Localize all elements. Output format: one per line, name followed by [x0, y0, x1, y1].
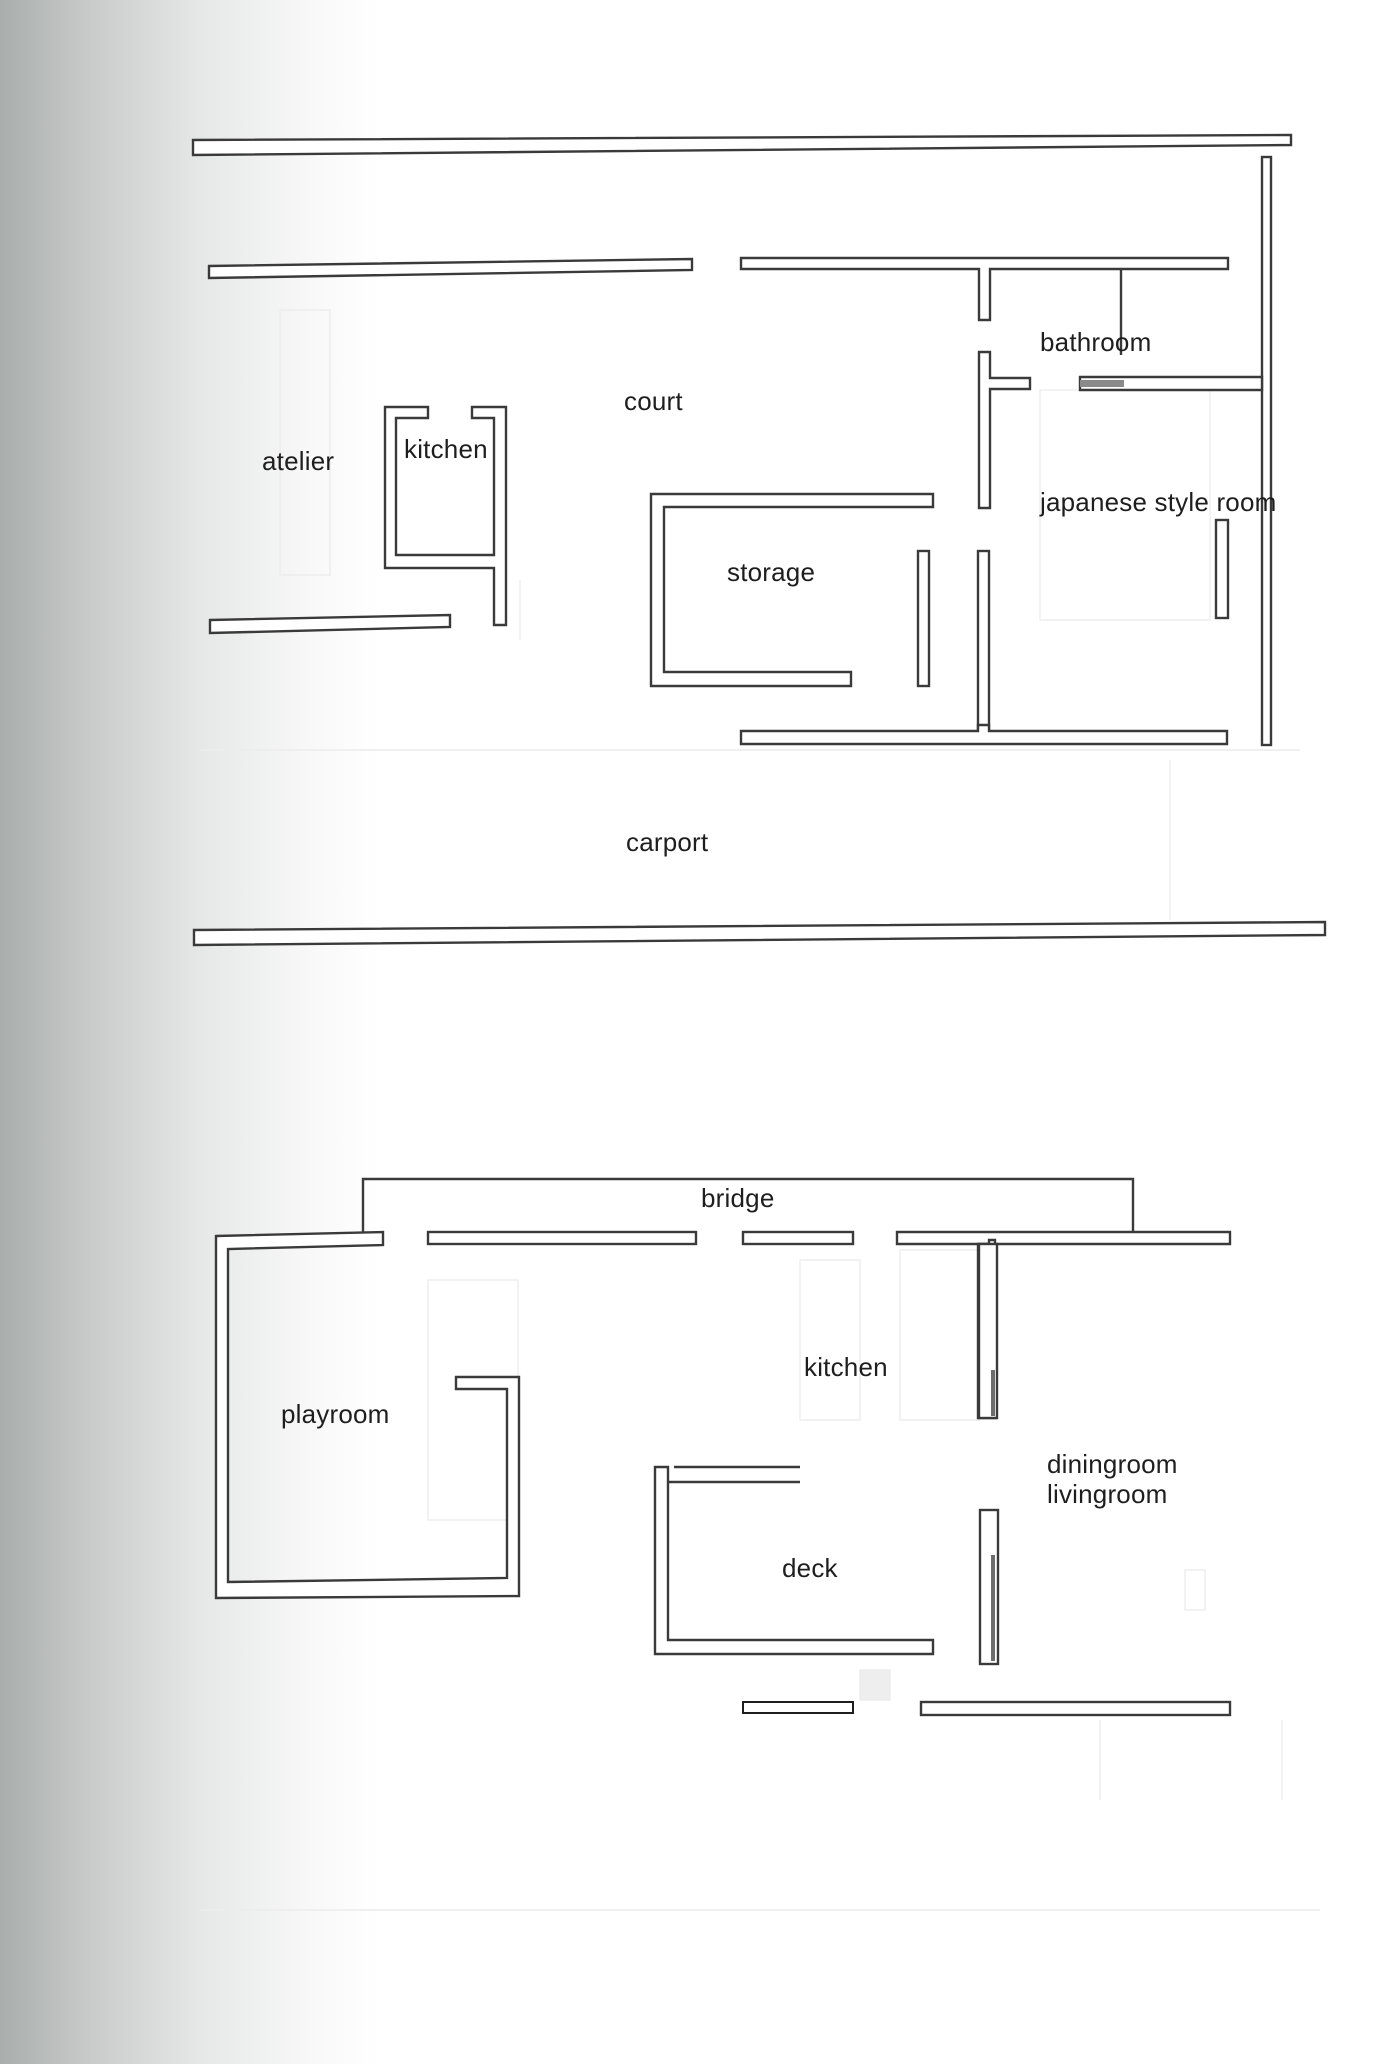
wall-playroom	[214, 1230, 521, 1600]
wall-living-divider	[978, 1508, 1000, 1666]
room-label-bathroom: bathroom	[1040, 327, 1152, 357]
room-label-court: court	[624, 386, 683, 416]
wall-kitchen-upper	[383, 405, 508, 627]
wall-south-right	[919, 1700, 1232, 1717]
room-label-carport: carport	[626, 827, 709, 857]
room-label-diningroom-livingroom: diningroom livingroom	[1047, 1449, 1178, 1509]
sliding-door-living	[991, 1555, 995, 1661]
room-label-bridge: bridge	[701, 1183, 775, 1213]
wall-deck	[653, 1465, 935, 1656]
wall-house-south	[739, 723, 1229, 746]
wall-north-segment-1	[426, 1230, 698, 1246]
wall-atelier-south	[208, 613, 452, 635]
room-label-deck: deck	[782, 1553, 838, 1583]
wall-south-window	[742, 1701, 854, 1714]
wall-stair-left	[916, 549, 931, 688]
wall-court-north-right	[739, 256, 1230, 322]
wall-north-segment-2	[741, 1230, 855, 1246]
room-label-storage: storage	[727, 557, 816, 587]
wall-bathroom-west	[977, 350, 1032, 510]
sliding-door-kitchen	[991, 1370, 995, 1416]
wall-top-outer	[191, 133, 1293, 157]
wall-carport-south	[192, 920, 1327, 947]
room-label-playroom: playroom	[281, 1399, 390, 1429]
room-label-kitchen-lower: kitchen	[804, 1352, 888, 1382]
room-label-kitchen-upper: kitchen	[404, 434, 488, 464]
faint-furniture-lines	[200, 1249, 1320, 1911]
bridge-outline	[361, 1177, 1135, 1238]
wall-court-north-left	[207, 257, 694, 280]
wall-storage	[649, 492, 935, 688]
room-label-atelier: atelier	[262, 446, 335, 476]
sliding-door-bathroom	[1080, 380, 1124, 387]
wall-north-segment-3	[895, 1230, 1232, 1246]
room-label-japanese-style-room: japanese style room	[1040, 487, 1277, 517]
wall-right-outer	[1260, 155, 1273, 747]
wall-japanese-room-partition	[1214, 518, 1230, 620]
